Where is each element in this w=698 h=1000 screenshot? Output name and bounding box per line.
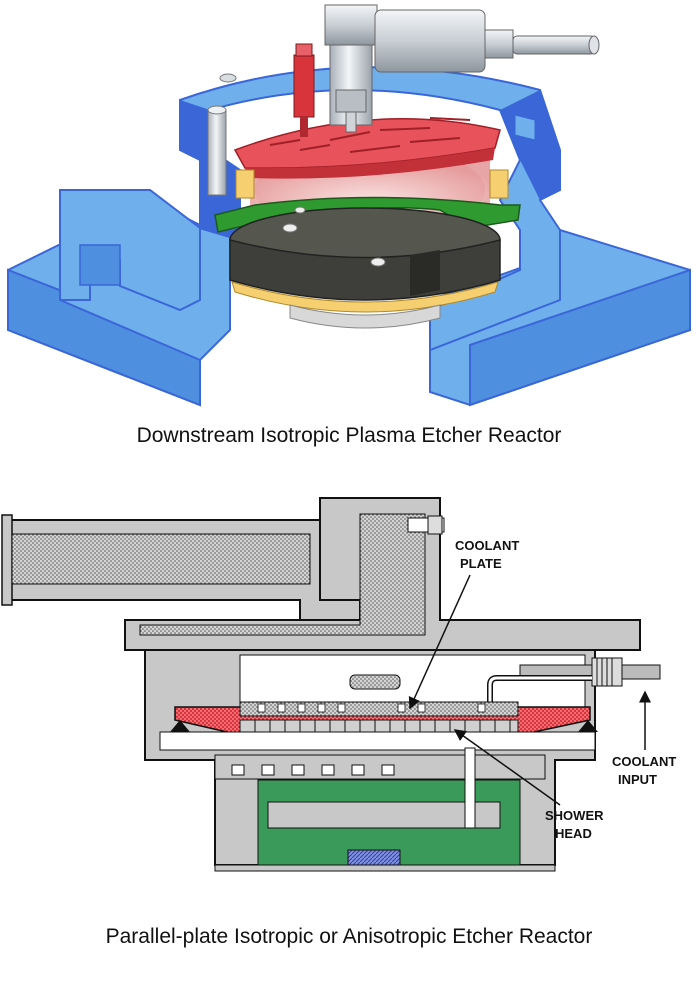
side-cylinder	[374, 9, 486, 73]
vertical-tube	[464, 747, 476, 829]
label-coolant-plate-2: PLATE	[460, 556, 502, 571]
label-coolant-input-1: COOLANT	[612, 754, 676, 769]
post-left	[207, 109, 227, 196]
shower-plate-slots	[269, 117, 471, 153]
clamp-right	[578, 720, 598, 732]
caption-parallel-plate-etcher: Parallel-plate Isotropic or Anisotropic …	[105, 925, 593, 948]
caption-downstream-etcher: Downstream Isotropic Plasma Etcher React…	[136, 424, 562, 447]
leg-slot	[79, 244, 121, 286]
label-coolant-input-2: INPUT	[618, 772, 657, 787]
feedthrough-pin	[345, 111, 357, 133]
coolant-fitting-threads	[596, 658, 613, 686]
feedthrough-head	[324, 4, 378, 46]
downstream-etcher-illustration	[0, 0, 698, 410]
shower-head-holes	[254, 720, 511, 732]
waveguide-flange	[1, 514, 13, 606]
lift-pin-2	[370, 257, 386, 267]
label-coolant-plate-1: COOLANT	[455, 538, 519, 553]
insulator-right	[489, 169, 509, 199]
coolant-pipe-inner	[488, 676, 592, 705]
reactor-base	[214, 864, 556, 872]
insulator-left	[235, 169, 255, 199]
post-left-cap	[207, 105, 227, 115]
red-injector	[293, 54, 315, 118]
chamber-left-leg	[59, 189, 201, 312]
electrode-channel	[267, 801, 501, 829]
waveguide-core	[11, 533, 311, 585]
top-bolt	[219, 73, 237, 83]
chuck-base	[289, 304, 441, 329]
clamp-left	[170, 720, 190, 732]
label-shower-head-2: HEAD	[555, 826, 592, 841]
lift-pin-3	[294, 206, 306, 214]
housing-core	[139, 513, 426, 636]
shower-plate-edge	[245, 148, 495, 179]
parallel-plate-svg: COOLANT PLATE COOLANT INPUT SHOWER HEAD	[1, 497, 676, 872]
downstream-etcher-svg	[7, 4, 691, 407]
parallel-plate-etcher-diagram: COOLANT PLATE COOLANT INPUT SHOWER HEAD	[0, 470, 698, 890]
wafer-gap	[159, 731, 596, 751]
side-cylinder-rod	[512, 35, 596, 55]
leader-shower-head	[453, 729, 561, 806]
leader-coolant-plate	[408, 574, 471, 710]
chuck-insulator	[231, 281, 499, 313]
label-shower-head-1: SHOWER	[545, 808, 604, 823]
coolant-plate	[239, 701, 519, 717]
lower-electrode-holes	[231, 764, 395, 776]
side-cylinder-collar	[484, 29, 514, 59]
chuck-notch	[410, 250, 440, 296]
base-plate-right-front	[469, 268, 691, 407]
coolant-plate-holes	[257, 703, 486, 713]
lift-pin-1	[282, 223, 298, 233]
red-injector-cap	[295, 43, 313, 57]
red-injector-tip	[300, 117, 308, 137]
right-clamp	[514, 114, 536, 141]
side-cylinder-rod-end	[588, 35, 600, 55]
port-cap	[427, 515, 443, 535]
upper-electrode-block	[349, 674, 401, 690]
feedthrough-nut	[335, 89, 367, 113]
shower-head	[239, 719, 519, 733]
